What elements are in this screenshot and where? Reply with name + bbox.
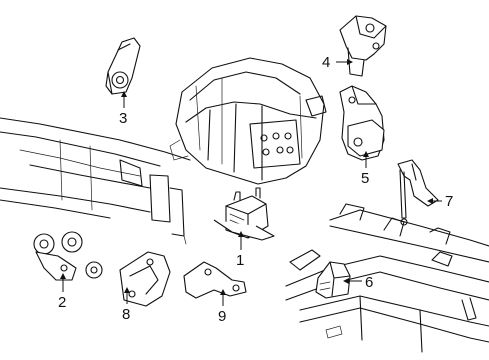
bracket-part-7 xyxy=(397,159,439,226)
callout-3: 3 xyxy=(119,110,127,127)
radiator-support-frame xyxy=(0,117,191,245)
callout-2: 2 xyxy=(58,294,66,311)
callout-7: 7 xyxy=(445,193,453,210)
bracket-part-4 xyxy=(339,15,387,77)
callout-1: 1 xyxy=(236,252,244,269)
callout-4: 4 xyxy=(322,54,330,71)
engine-cradle-steering-rack xyxy=(285,203,489,353)
callout-9: 9 xyxy=(218,308,226,325)
mount-part-5 xyxy=(339,85,385,161)
callout-6: 6 xyxy=(365,274,373,291)
transmission-assembly xyxy=(169,57,327,185)
callout-5: 5 xyxy=(361,170,369,187)
leader-lines xyxy=(60,59,442,306)
mount-part-1 xyxy=(213,187,275,241)
callout-8: 8 xyxy=(122,306,130,323)
mount-part-6 xyxy=(315,261,351,299)
pulley-bracket-part-2 xyxy=(33,231,103,281)
mount-part-3 xyxy=(105,37,141,95)
bracket-part-8 xyxy=(119,251,171,307)
bracket-part-9 xyxy=(183,261,247,299)
